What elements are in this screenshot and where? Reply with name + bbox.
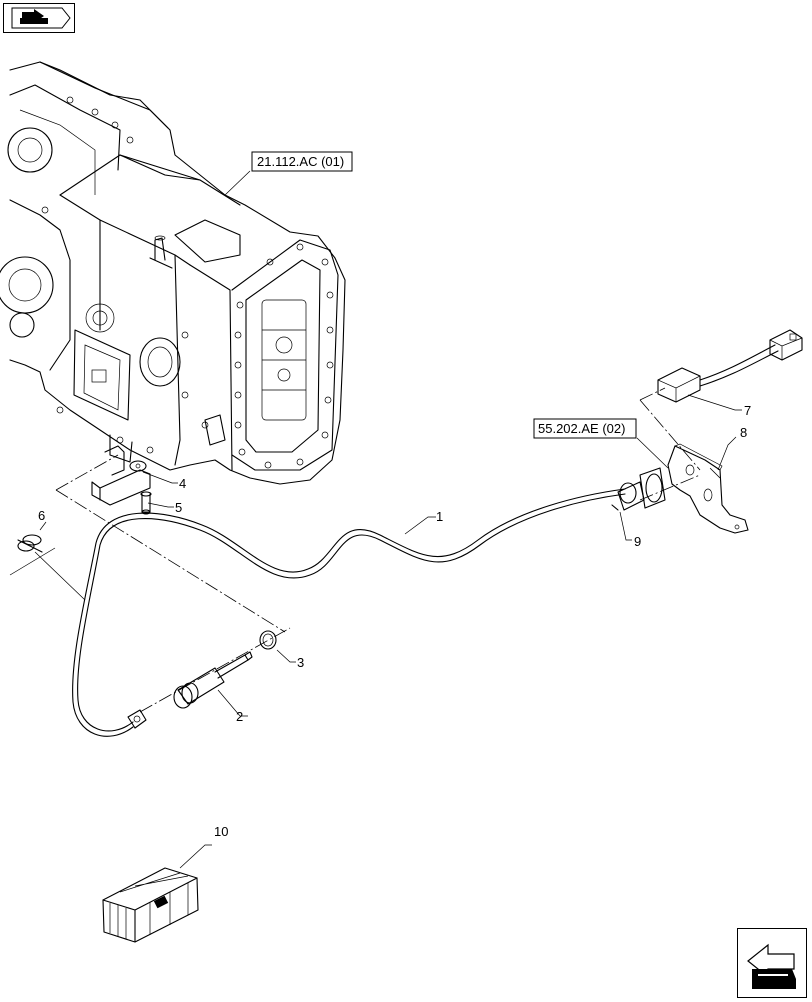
callout-2: 2 [236,709,243,724]
callout-7: 7 [744,403,751,418]
ref-box-55[interactable]: 55.202.AE (02) [533,418,637,439]
callout-10: 10 [214,824,228,839]
nav-back-button[interactable] [737,928,807,998]
part-9-socket [611,467,666,511]
ref-label-21: 21.112.AC (01) [257,154,344,169]
part-6-clip [17,534,43,553]
ref-box-21[interactable]: 21.112.AC (01) [251,151,353,172]
part-8-bracket [667,443,749,534]
transmission-housing [0,61,346,485]
part-3-oring [259,630,277,650]
part-1-cable [72,488,626,737]
assembly-lines [55,387,721,713]
nav-forward-button[interactable] [3,3,75,33]
callout-4: 4 [179,476,186,491]
next-page-icon [11,7,71,29]
leader-lines [9,170,742,869]
callout-3: 3 [297,655,304,670]
part-2-sensor [173,651,253,709]
previous-page-icon [747,943,796,989]
part-5-bolt [140,491,152,515]
part-4-bracket [91,445,151,506]
callout-5: 5 [175,500,182,515]
ref-label-55: 55.202.AE (02) [538,421,625,436]
callout-1: 1 [436,509,443,524]
callout-9: 9 [634,534,641,549]
callout-8: 8 [740,425,747,440]
callout-6: 6 [38,508,45,523]
part-7-connector [657,329,803,403]
part-10-kit-box [102,867,199,943]
callout-labels: 1 2 3 4 5 6 7 8 9 10 [38,403,751,839]
